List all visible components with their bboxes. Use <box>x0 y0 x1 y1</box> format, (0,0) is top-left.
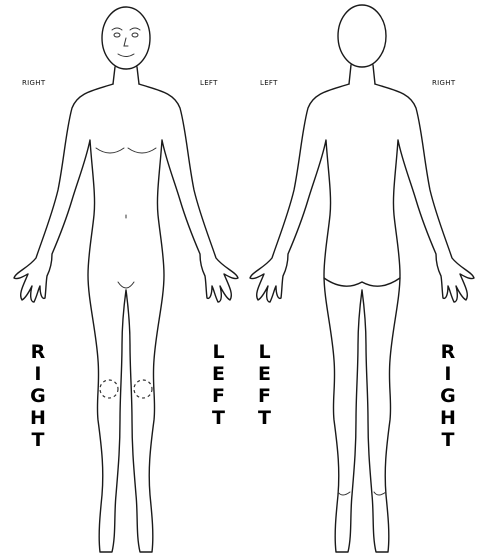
back-ankles <box>338 492 386 495</box>
front-nose <box>124 38 128 46</box>
back-head <box>338 5 386 67</box>
vertical-letter: F <box>212 385 225 407</box>
vertical-letter: L <box>212 341 224 363</box>
vertical-letter: R <box>441 341 456 363</box>
vertical-letter: G <box>440 385 456 407</box>
vertical-letter: I <box>444 363 451 385</box>
back-figure <box>250 5 474 552</box>
front-eyebrows <box>112 28 140 30</box>
vertical-letter: T <box>31 429 44 451</box>
vertical-letter: R <box>31 341 46 363</box>
back-neck <box>349 65 375 84</box>
front-right-knee <box>100 380 118 398</box>
front-body-outline <box>14 84 238 552</box>
vertical-letter: I <box>34 363 41 385</box>
vertical-letter: L <box>258 341 270 363</box>
vertical-letter: E <box>212 363 225 385</box>
front-chest <box>96 148 156 153</box>
back-buttocks <box>324 278 400 286</box>
front-top-right-label: RIGHT <box>22 79 45 87</box>
vertical-letter: T <box>258 407 271 429</box>
vertical-letter: H <box>30 407 46 429</box>
vertical-letter: H <box>440 407 456 429</box>
front-right-eye <box>132 33 138 37</box>
front-top-left-label: LEFT <box>200 79 218 87</box>
back-top-right-label: RIGHT <box>432 79 455 87</box>
vertical-letter: F <box>258 385 271 407</box>
vertical-letter: T <box>212 407 225 429</box>
front-mouth <box>118 54 134 57</box>
front-left-eye <box>114 33 120 37</box>
front-figure <box>14 7 238 552</box>
back-top-left-label: LEFT <box>260 79 278 87</box>
front-groin <box>118 282 134 288</box>
front-left-knee <box>134 380 152 398</box>
back-body-outline <box>250 84 474 552</box>
vertical-letter: G <box>30 385 46 407</box>
vertical-letter: E <box>258 363 271 385</box>
vertical-letter: T <box>441 429 454 451</box>
